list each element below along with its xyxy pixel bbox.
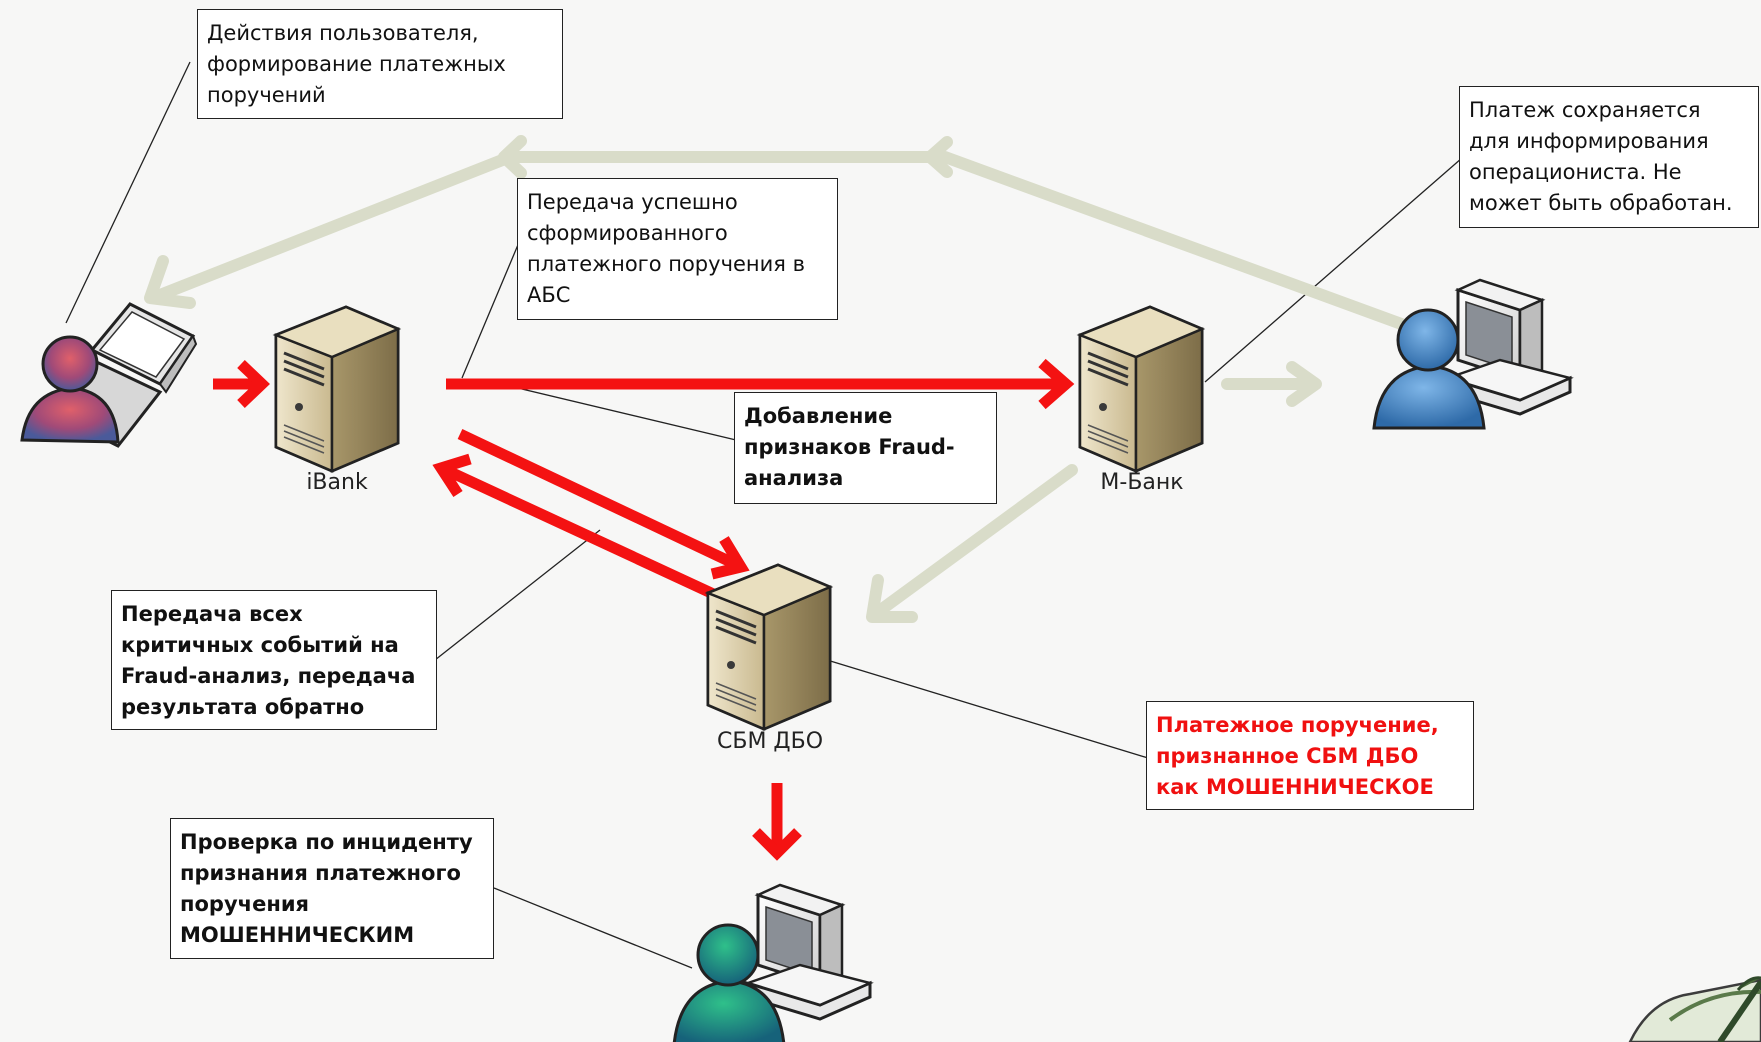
leader-payment-saved: [1204, 157, 1463, 383]
mbank-server-icon: [1076, 305, 1206, 473]
ibank-label: iBank: [306, 470, 368, 495]
leader-incident-check: [493, 887, 693, 969]
gray-return-chevron-1: [924, 136, 953, 178]
red-sbm-to-ibank-head: [432, 453, 472, 498]
leader-critical-events: [434, 529, 601, 661]
red-arrows: [213, 358, 1075, 861]
mbank-label: М-Банк: [1100, 470, 1184, 495]
gray-return-arrow: [149, 151, 1413, 332]
callout-user-actions: Действия пользователя, формирование плат…: [197, 9, 563, 119]
gray-mbank-to-sbm: [872, 464, 1078, 618]
leader-user-actions: [65, 61, 191, 324]
operator-desktop-icon: [1372, 278, 1574, 430]
red-user-to-ibank-head: [237, 360, 270, 408]
gray-mbank-to-sbm-head: [866, 574, 918, 623]
red-ibank-to-sbm-head: [710, 536, 750, 580]
leader-transfer-abs: [461, 239, 521, 379]
client-user-icon: [20, 302, 198, 448]
callout-incident-check: Проверка по инциденту признания платежно…: [170, 818, 494, 959]
analyst-desktop-icon: [672, 883, 874, 1042]
leader-lines: [65, 61, 1463, 969]
red-sbm-to-ibank: [443, 465, 725, 603]
sbm-label: СБМ ДБО: [716, 729, 824, 754]
red-sbm-to-analyst-head: [752, 828, 802, 861]
leader-fraud-features: [504, 384, 737, 441]
gray-return-head: [144, 255, 196, 309]
red-ibank-to-sbm: [457, 429, 738, 569]
callout-transfer-abs: Передача успешно сформированного платежн…: [517, 178, 838, 320]
ibank-server-icon: [272, 305, 402, 473]
quill-logo-icon: [1628, 976, 1761, 1042]
sbm-server-icon: [704, 563, 834, 731]
gray-arrows: [144, 135, 1413, 623]
gray-return-chevron-2: [498, 135, 527, 179]
callout-critical-events: Передача всех критичных событий на Fraud…: [111, 590, 437, 730]
gray-mbank-to-operator-head: [1286, 361, 1322, 407]
callout-fraud-features: Добавление признаков Fraud- анализа: [734, 392, 997, 504]
callout-payment-saved: Платеж сохраняется для информирования оп…: [1459, 86, 1759, 228]
callout-fraud-recognized: Платежное поручение, признанное СБМ ДБО …: [1146, 701, 1474, 810]
red-ibank-to-mbank-head: [1038, 358, 1075, 410]
